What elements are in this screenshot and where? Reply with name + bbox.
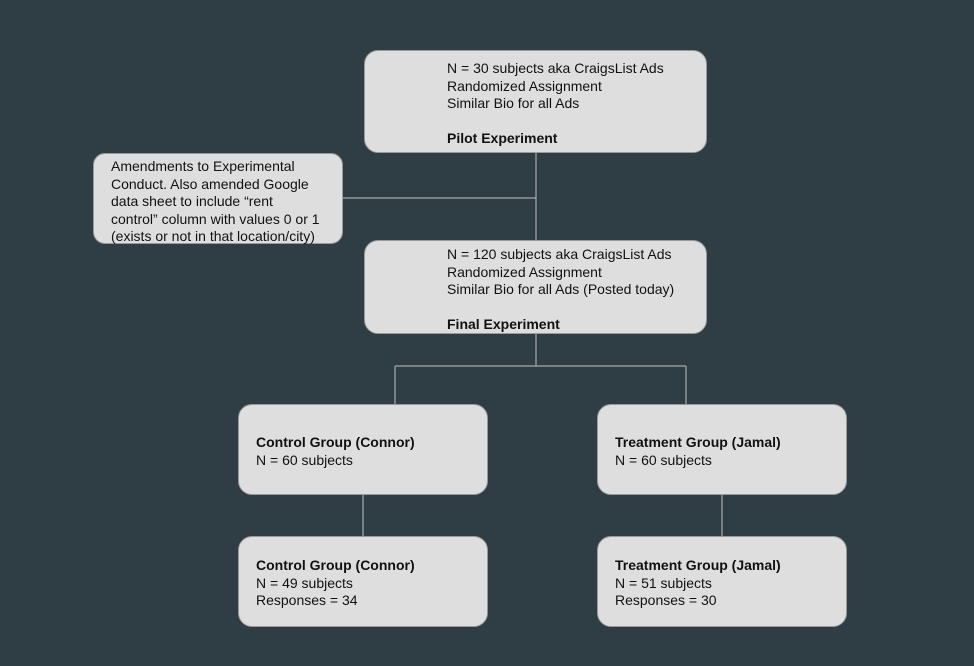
control-final-responses: Responses = 34 bbox=[256, 592, 358, 608]
treatment-final-n: N = 51 subjects bbox=[615, 574, 712, 591]
control-group-initial-box: Control Group (Connor) N = 60 subjects bbox=[238, 404, 488, 495]
treatment-final-responses: Responses = 30 bbox=[615, 592, 717, 608]
pilot-line-1: N = 30 subjects aka CraigsList Ads bbox=[447, 60, 664, 76]
final-experiment-box: N = 120 subjects aka CraigsList Ads Rand… bbox=[364, 240, 707, 334]
control-final-n: N = 49 subjects bbox=[256, 574, 353, 591]
final-line-3: Similar Bio for all Ads (Posted today) bbox=[447, 281, 675, 297]
amendment-line-3: data sheet to include “rent bbox=[111, 193, 273, 209]
amendment-line-5: (exists or not in that location/city) bbox=[111, 228, 315, 244]
final-title: Final Experiment bbox=[447, 315, 560, 332]
pilot-line-2: Randomized Assignment bbox=[447, 77, 602, 94]
treatment-final-title: Treatment Group (Jamal) bbox=[615, 557, 781, 573]
pilot-title: Pilot Experiment bbox=[447, 129, 558, 146]
final-line-2: Randomized Assignment bbox=[447, 263, 602, 280]
pilot-experiment-box: N = 30 subjects aka CraigsList Ads Rando… bbox=[364, 50, 707, 153]
amendment-line-2: Conduct. Also amended Google bbox=[111, 175, 309, 192]
treatment-group-final-box: Treatment Group (Jamal) N = 51 subjects … bbox=[597, 536, 847, 627]
final-line-1: N = 120 subjects aka CraigsList Ads bbox=[447, 246, 672, 262]
treatment-initial-title: Treatment Group (Jamal) bbox=[615, 434, 781, 450]
pilot-line-3: Similar Bio for all Ads bbox=[447, 95, 580, 111]
control-initial-n: N = 60 subjects bbox=[256, 451, 353, 468]
amendment-line-1: Amendments to Experimental bbox=[111, 158, 295, 174]
control-final-title: Control Group (Connor) bbox=[256, 557, 415, 573]
amendment-line-4: control” column with values 0 or 1 bbox=[111, 210, 320, 227]
treatment-group-initial-box: Treatment Group (Jamal) N = 60 subjects bbox=[597, 404, 847, 495]
control-initial-title: Control Group (Connor) bbox=[256, 434, 415, 450]
control-group-final-box: Control Group (Connor) N = 49 subjects R… bbox=[238, 536, 488, 627]
treatment-initial-n: N = 60 subjects bbox=[615, 451, 712, 468]
amendment-box: Amendments to Experimental Conduct. Also… bbox=[93, 153, 343, 244]
